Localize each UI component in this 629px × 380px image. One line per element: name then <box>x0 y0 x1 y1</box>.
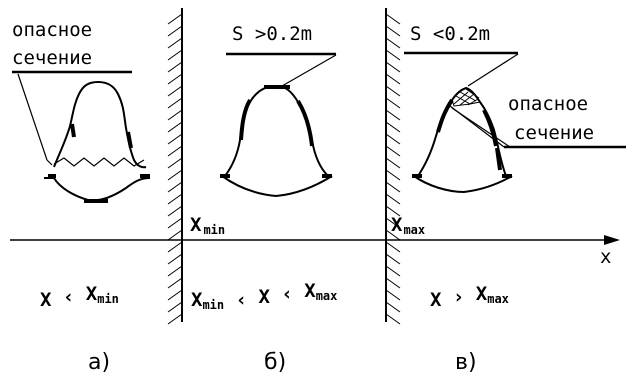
wall-hatch-line <box>385 145 401 157</box>
wall-hatch-line <box>385 313 401 325</box>
wall-hatch-line <box>167 61 183 73</box>
callout-s-big <box>226 52 337 87</box>
wall-hatch-line <box>167 121 183 133</box>
wall-hatch-line <box>385 49 401 61</box>
wall-hatch-line <box>385 289 401 301</box>
wall-hatch-line <box>167 241 183 253</box>
wall-hatch-line <box>385 121 401 133</box>
wall-hatch-line <box>167 169 183 181</box>
wall-xmax <box>385 8 401 325</box>
region-b-part: min <box>202 298 224 312</box>
region-c-part: max <box>487 292 509 306</box>
wall-hatch-line <box>167 205 183 217</box>
wall-hatch-line <box>385 25 401 37</box>
wall-hatch-line <box>167 37 183 49</box>
wall-hatch-line <box>385 37 401 49</box>
axis-x-label: x <box>600 246 611 268</box>
wall-hatch-line <box>385 73 401 85</box>
region-c-part: X <box>476 283 488 305</box>
wall-hatch-line <box>167 85 183 97</box>
s-greater-label: S >0.2m <box>232 23 312 45</box>
wall-hatch-line <box>167 313 183 325</box>
wall-hatch-line <box>385 205 401 217</box>
wall-hatch-line <box>167 145 183 157</box>
wall-hatch-line <box>385 169 401 181</box>
wall-hatch-line <box>385 217 401 229</box>
wall-hatch-line <box>167 49 183 61</box>
region-b-part: X <box>258 286 270 308</box>
wall-hatch-line <box>167 73 183 85</box>
wall-hatch-line <box>167 301 183 313</box>
region-b-part: X <box>304 280 316 302</box>
wall-hatch-line <box>385 193 401 205</box>
region-c-part: › <box>441 286 475 308</box>
wall-hatch-line <box>385 157 401 169</box>
region-c-condition: X › Xmax <box>430 283 509 311</box>
danger-section-a-line2: сечение <box>12 47 92 69</box>
wall-hatch-line <box>385 61 401 73</box>
danger-section-c-line2: сечение <box>514 122 594 144</box>
region-c-part: X <box>430 289 442 311</box>
caption-a: а) <box>88 350 110 375</box>
xmax-marker: Xmax <box>391 214 425 237</box>
region-a-condition: X ‹ Xmin <box>40 283 119 311</box>
wall-hatch-line <box>167 97 183 109</box>
wall-hatch-line <box>167 265 183 277</box>
region-b-condition: Xmin ‹ X ‹ Xmax <box>191 280 337 312</box>
wall-hatch-line <box>167 289 183 301</box>
region-a-part: X <box>86 283 98 305</box>
callout-danger-section-a <box>12 70 132 166</box>
wall-hatch-line <box>385 13 401 25</box>
danger-section-a-line1: опасное <box>12 19 92 41</box>
wall-hatch-line <box>385 277 401 289</box>
region-a-part: min <box>97 292 119 306</box>
hatched-tip-c <box>451 87 481 107</box>
wall-hatch-line <box>385 181 401 193</box>
wall-hatch-line <box>167 181 183 193</box>
wall-hatch-line <box>167 13 183 25</box>
x-axis <box>10 235 620 245</box>
seed-shape-b <box>220 84 333 198</box>
wall-hatch-line <box>167 253 183 265</box>
caption-c: в) <box>455 350 477 375</box>
callout-danger-section-c <box>449 105 626 149</box>
wall-hatch-line <box>385 109 401 121</box>
danger-section-c-line1: опасное <box>508 93 588 115</box>
wall-hatch-line <box>385 97 401 109</box>
seed-shape-a <box>44 80 151 203</box>
callout-s-small <box>404 51 519 87</box>
region-b-part: X <box>191 289 203 311</box>
wall-hatch-line <box>167 109 183 121</box>
caption-b: б) <box>264 350 286 375</box>
s-less-label: S <0.2m <box>410 23 490 45</box>
wall-hatch-line <box>167 133 183 145</box>
seed-shape-c <box>412 86 513 194</box>
region-b-part: max <box>316 289 338 303</box>
wall-xmin <box>167 8 183 325</box>
wall-hatch-line <box>167 277 183 289</box>
wall-hatch-line <box>167 193 183 205</box>
wall-hatch-line <box>167 217 183 229</box>
region-a-part: X <box>40 289 52 311</box>
wall-hatch-line <box>167 157 183 169</box>
wall-hatch-line <box>385 265 401 277</box>
wall-hatch-line <box>385 229 401 241</box>
wall-hatch-line <box>385 85 401 97</box>
wall-hatch-line <box>385 253 401 265</box>
wall-hatch-line <box>167 25 183 37</box>
wall-hatch-line <box>385 133 401 145</box>
wall-hatch-line <box>167 229 183 241</box>
region-b-part: ‹ <box>224 289 258 311</box>
region-b-part: ‹ <box>270 283 304 305</box>
region-a-part: ‹ <box>51 286 85 308</box>
wall-hatch-line <box>385 241 401 253</box>
wall-hatch-line <box>385 301 401 313</box>
